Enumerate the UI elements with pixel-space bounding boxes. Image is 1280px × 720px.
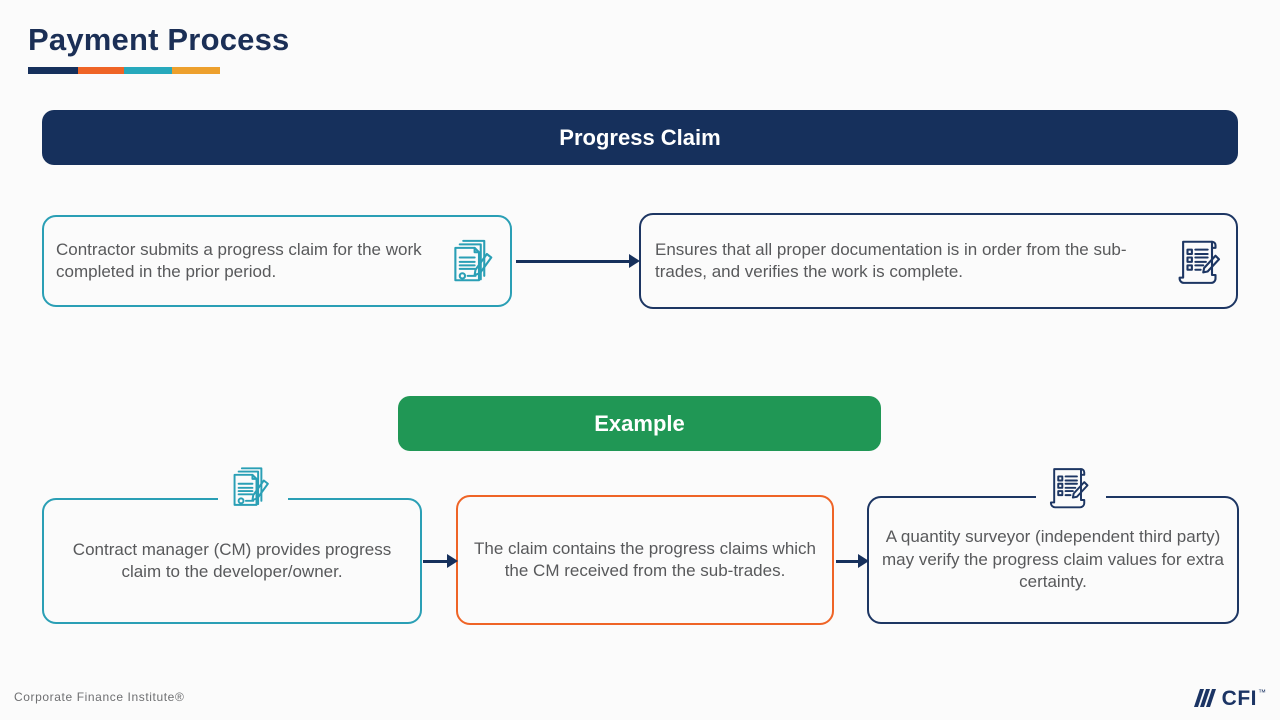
banner-example: Example [398,396,881,451]
arrow-line [836,559,858,563]
card-ensures-documentation: Ensures that all proper documentation is… [639,213,1238,309]
arrow-head [447,554,458,568]
arrow-line [423,559,447,563]
card-claim-contains-text: The claim contains the progress claims w… [473,538,817,580]
card-contract-manager-text: Contract manager (CM) provides progress … [72,539,392,581]
arrow-bottom-2 [836,554,869,568]
card-ensures-documentation-text: Ensures that all proper documentation is… [655,239,1127,281]
accent-segment-amber [171,67,220,74]
cfi-trademark-symbol: ™ [1258,688,1266,697]
arrow-top [516,254,640,268]
footer-attribution: Corporate Finance Institute® [14,690,185,704]
accent-segment-navy [28,67,78,74]
checklist-scroll-pen-icon [1170,233,1226,289]
documents-pen-icon [218,455,288,519]
arrow-line [516,259,629,263]
cfi-logo-text: CFI [1221,687,1257,710]
checklist-scroll-pen-icon [1036,455,1106,519]
card-claim-contains: The claim contains the progress claims w… [456,495,834,625]
card-contractor-submits-text: Contractor submits a progress claim for … [56,239,422,281]
accent-segment-orange [77,67,124,74]
banner-progress-claim: Progress Claim [42,110,1238,165]
card-contractor-submits: Contractor submits a progress claim for … [42,215,512,307]
documents-pen-icon [444,233,500,289]
page-title: Payment Process [28,22,290,57]
card-contract-manager: Contract manager (CM) provides progress … [42,498,422,624]
arrow-bottom-1 [423,554,458,568]
arrow-head [858,554,869,568]
cfi-logo: CFI ™ [1189,688,1266,713]
accent-segment-teal [123,67,172,74]
title-accent-rule [28,67,220,74]
card-quantity-surveyor-text: A quantity surveyor (independent third p… [881,527,1224,592]
cfi-logo-mark [1189,688,1219,713]
arrow-head [629,254,640,268]
